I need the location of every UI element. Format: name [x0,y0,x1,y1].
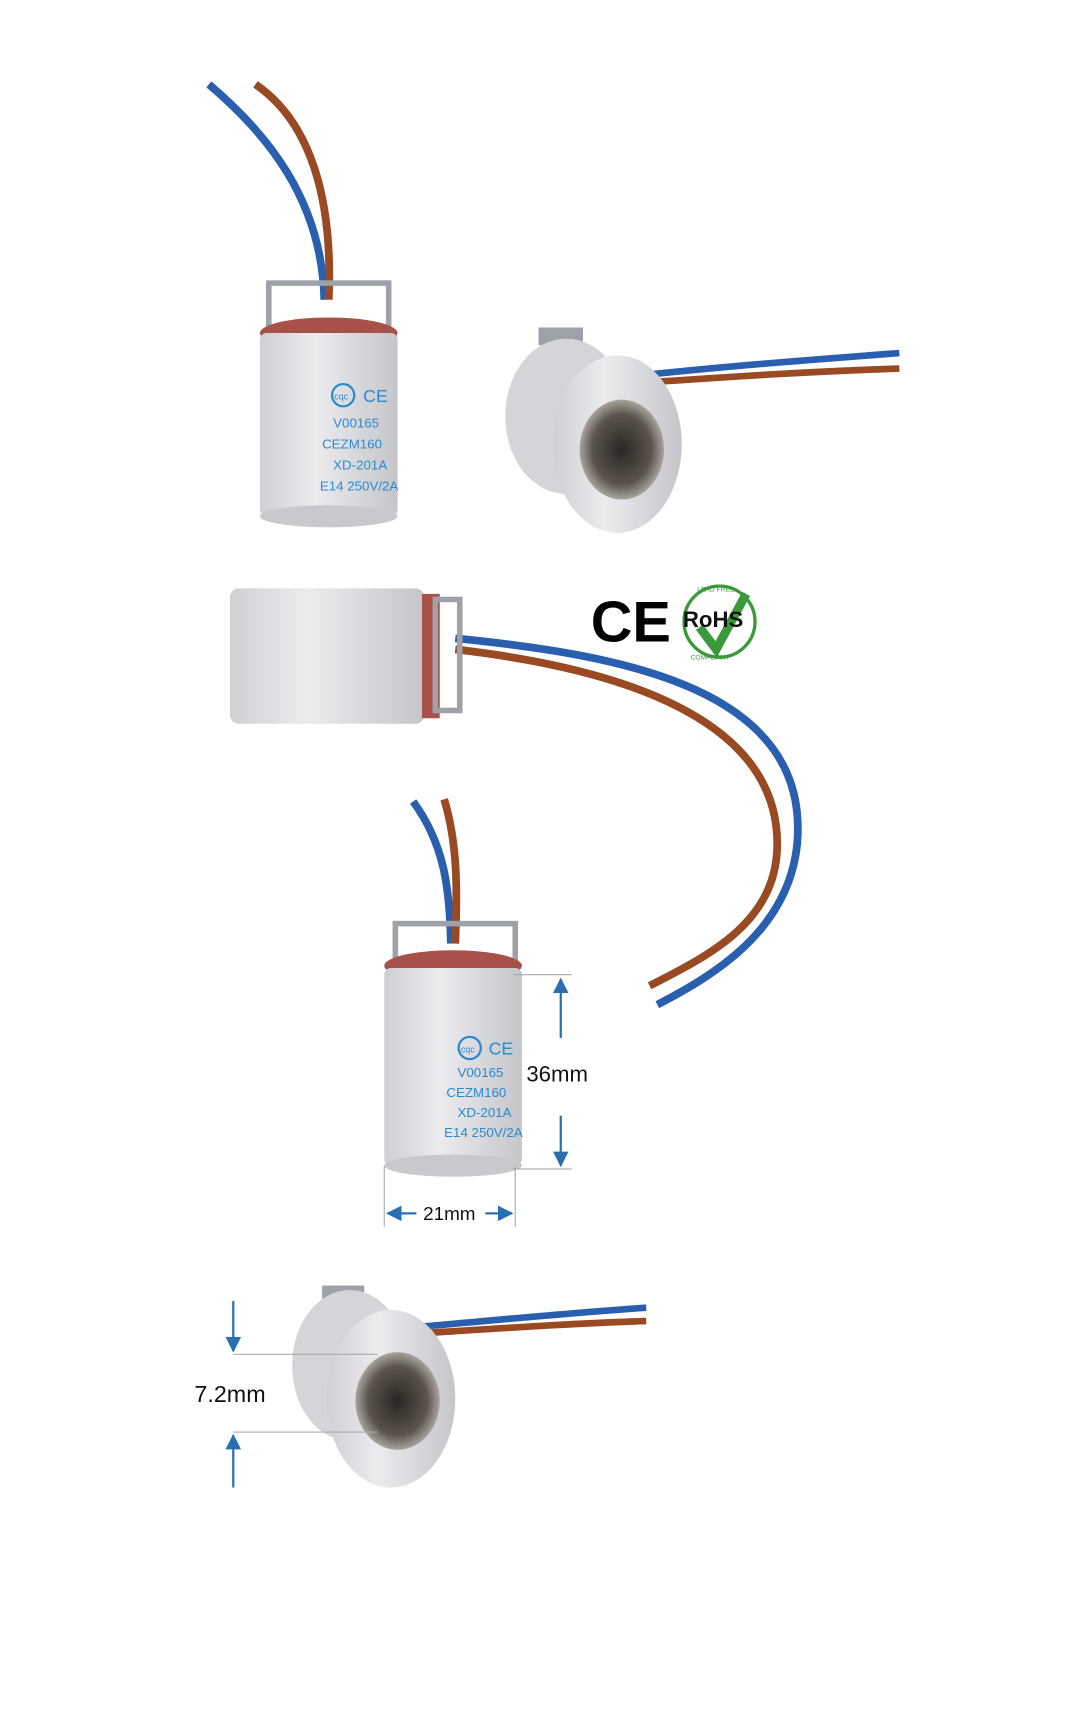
svg-text:21mm: 21mm [423,1203,475,1224]
svg-text:36mm: 36mm [526,1061,588,1086]
svg-text:7.2mm: 7.2mm [194,1381,265,1407]
socket-horizontal [229,588,802,1009]
print-line: E14 250V/2A [444,1125,523,1140]
height-dimension: 36mm [513,974,588,1170]
print-line: V00165 [333,415,379,430]
svg-text:LEAD FREE: LEAD FREE [697,587,735,594]
opening-dimension: 7.2mm [194,1301,378,1488]
ce-logo: CE [591,591,671,655]
print-line: CEZM160 [322,436,382,451]
print-line: V00165 [458,1065,504,1080]
socket-upright-dimensioned: cqc CE V00165 CEZM160 XD-201A E14 250V/2… [384,798,523,1177]
svg-text:CE: CE [591,591,671,655]
ce-print: CE [363,386,388,406]
print-line: XD-201A [458,1105,512,1120]
print-line: E14 250V/2A [320,479,399,494]
socket-upright-top: cqc CE V00165 CEZM160 XD-201A E14 250V/2… [206,81,399,528]
cqc-mark: cqc [334,392,348,402]
svg-text:RoHS: RoHS [683,607,743,632]
ce-print: CE [489,1039,514,1059]
socket-end-view-top [505,327,900,533]
cqc-mark: cqc [461,1044,475,1054]
print-line: XD-201A [333,458,387,473]
rohs-logo: RoHS LEAD FREE COMPLIANT [682,584,757,661]
socket-end-view-bottom [292,1285,647,1488]
width-dimension: 21mm [383,1165,516,1227]
svg-text:COMPLIANT: COMPLIANT [691,654,730,661]
print-line: CEZM160 [446,1085,506,1100]
